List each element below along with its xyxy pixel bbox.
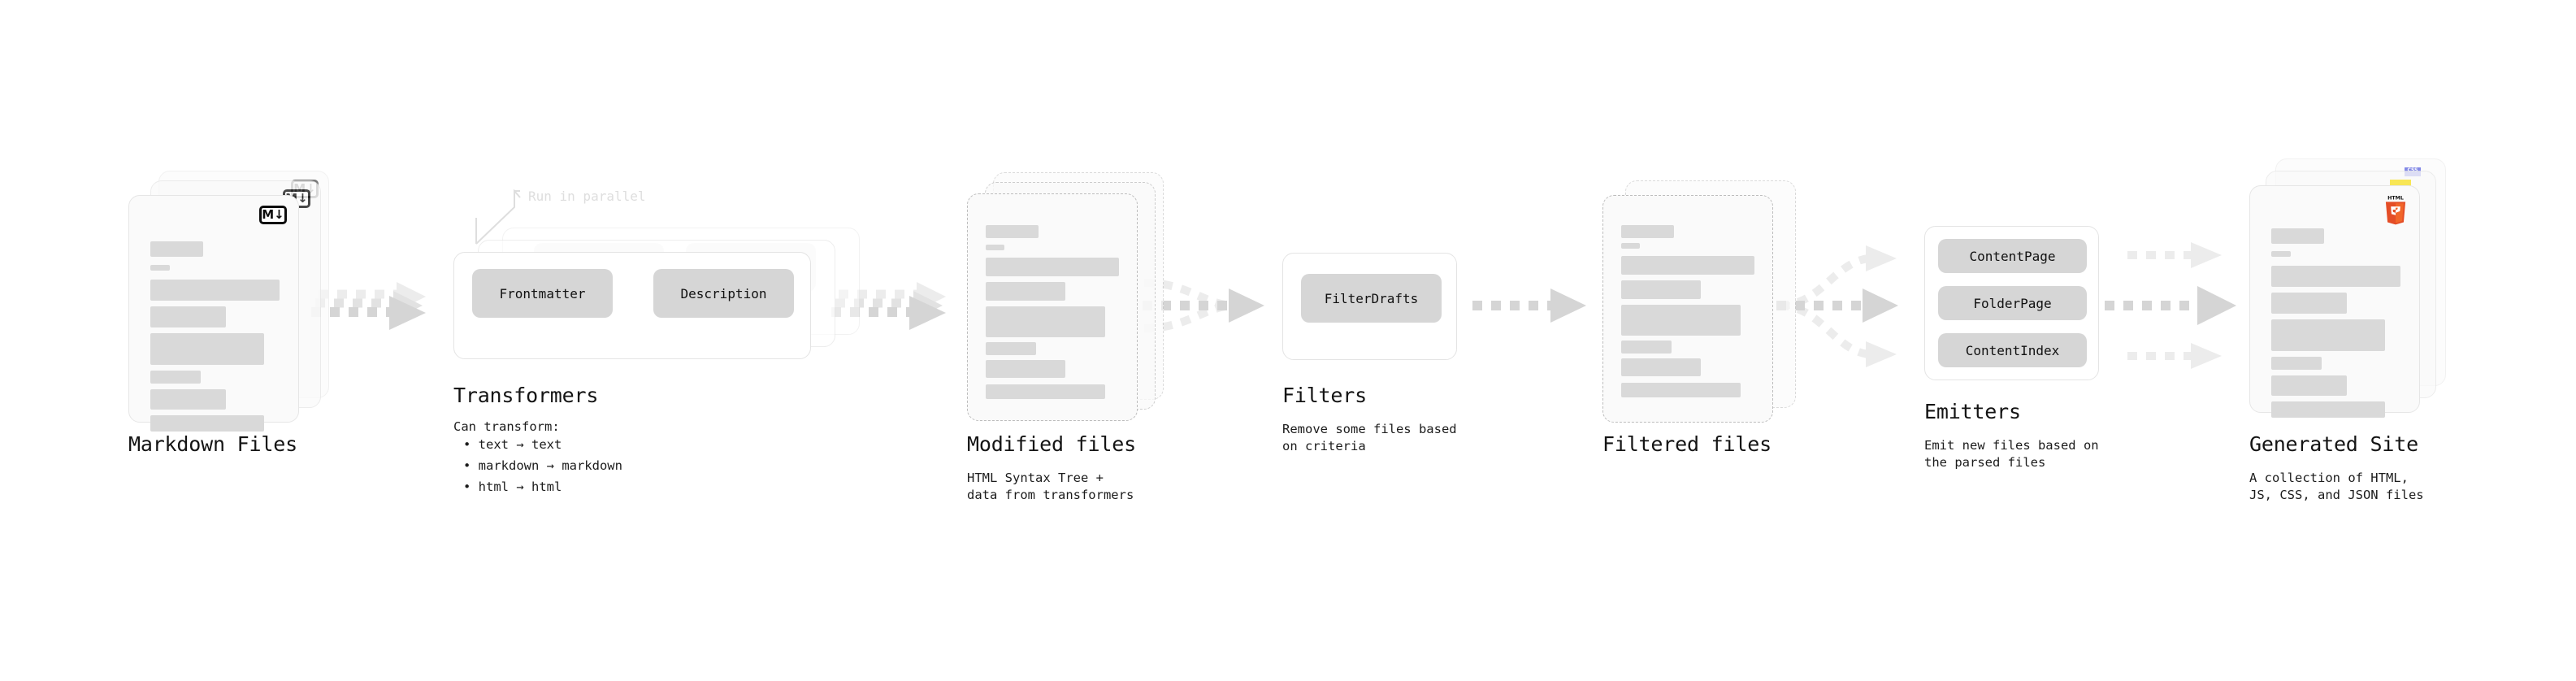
skeleton-line bbox=[2271, 401, 2385, 418]
skeleton-line bbox=[2271, 228, 2324, 244]
modified-files-subtitle: HTML Syntax Tree + data from transformer… bbox=[967, 471, 1134, 502]
skeleton-line bbox=[2271, 251, 2291, 257]
skeleton-line bbox=[150, 241, 203, 257]
site-file-card-front[interactable]: HTML bbox=[2249, 185, 2420, 418]
emitters-box[interactable]: ContentPage FolderPage ContentIndex bbox=[1924, 226, 2099, 380]
stage-title-generated-site: Generated Site bbox=[2249, 432, 2418, 456]
run-in-parallel-label: Run in parallel bbox=[528, 189, 646, 204]
skeleton-line bbox=[2271, 266, 2400, 287]
filters-box[interactable]: FilterDrafts bbox=[1282, 253, 1457, 360]
markdown-file-card-front[interactable]: M↓ bbox=[128, 195, 299, 432]
skeleton-line bbox=[1621, 225, 1674, 238]
emitter-chip-contentindex[interactable]: ContentIndex bbox=[1938, 333, 2087, 367]
skeleton-line bbox=[150, 371, 201, 384]
skeleton-line bbox=[2271, 375, 2347, 396]
arrow-filters-to-filtered bbox=[1472, 288, 1586, 323]
skeleton-line bbox=[150, 280, 280, 301]
stage-title-filtered-files: Filtered files bbox=[1602, 432, 1772, 456]
skeleton-line bbox=[1621, 358, 1701, 376]
emitter-chip-folderpage-label: FolderPage bbox=[1973, 295, 2052, 311]
skeleton-line bbox=[1621, 340, 1672, 354]
skeleton-line bbox=[150, 415, 264, 432]
stage-title-filters: Filters bbox=[1282, 384, 1367, 407]
transformer-chip-frontmatter[interactable]: Frontmatter bbox=[472, 269, 613, 318]
transformers-bullet-1: • markdown → markdown bbox=[463, 458, 622, 473]
transformers-bullet-2: • html → html bbox=[463, 479, 562, 494]
skeleton-line bbox=[986, 245, 1004, 250]
skeleton-line bbox=[986, 384, 1105, 399]
transformer-chip-description[interactable]: Description bbox=[653, 269, 794, 318]
skeleton-line bbox=[150, 306, 226, 327]
skeleton-line bbox=[1621, 383, 1741, 397]
skeleton-line bbox=[986, 282, 1065, 301]
emitter-chip-folderpage[interactable]: FolderPage bbox=[1938, 286, 2087, 320]
stage-title-emitters: Emitters bbox=[1924, 400, 2021, 423]
arrow-emitters-to-site bbox=[2105, 242, 2236, 369]
skeleton-line bbox=[1621, 280, 1701, 299]
stage-title-markdown-files: Markdown Files bbox=[128, 432, 297, 456]
emitter-chip-contentpage-label: ContentPage bbox=[1969, 248, 2056, 264]
emitters-subtitle: Emit new files based on the parsed files bbox=[1924, 438, 2099, 470]
transformers-subtitle: Can transform: bbox=[453, 419, 560, 434]
skeleton-line bbox=[2271, 319, 2385, 351]
html5-icon: HTML bbox=[2385, 195, 2406, 225]
skeleton-line bbox=[986, 225, 1039, 238]
transformer-chip-frontmatter-label: Frontmatter bbox=[499, 285, 586, 301]
filter-chip-filterdrafts-label: FilterDrafts bbox=[1324, 290, 1419, 306]
emitter-chip-contentpage[interactable]: ContentPage bbox=[1938, 239, 2087, 273]
svg-text:HTML: HTML bbox=[2387, 195, 2404, 201]
markdown-badge: M↓ bbox=[259, 206, 287, 224]
skeleton-line bbox=[986, 306, 1105, 337]
skeleton-line bbox=[150, 389, 226, 410]
modified-file-card-front[interactable] bbox=[967, 193, 1138, 421]
skeleton-line bbox=[1621, 243, 1640, 249]
filters-subtitle: Remove some files based on criteria bbox=[1282, 422, 1457, 453]
skeleton-line bbox=[150, 265, 170, 271]
filtered-file-card-front[interactable] bbox=[1602, 195, 1773, 423]
stage-title-transformers: Transformers bbox=[453, 384, 599, 407]
filter-chip-filterdrafts[interactable]: FilterDrafts bbox=[1301, 274, 1442, 323]
transformer-box-front[interactable]: Frontmatter Description bbox=[453, 252, 811, 359]
transformers-bullet-0: • text → text bbox=[463, 437, 562, 452]
skeleton-line bbox=[150, 333, 264, 365]
skeleton-line bbox=[986, 360, 1065, 378]
skeleton-line bbox=[986, 258, 1119, 276]
generated-site-subtitle: A collection of HTML, JS, CSS, and JSON … bbox=[2249, 471, 2424, 502]
skeleton-line bbox=[2271, 293, 2347, 314]
skeleton-line bbox=[1621, 256, 1754, 275]
skeleton-line bbox=[1621, 305, 1741, 336]
skeleton-line bbox=[986, 342, 1036, 355]
skeleton-line bbox=[2271, 357, 2322, 370]
transformer-chip-description-label: Description bbox=[680, 285, 767, 301]
emitter-chip-contentindex-label: ContentIndex bbox=[1965, 342, 2060, 358]
stage-title-modified-files: Modified files bbox=[967, 432, 1136, 456]
